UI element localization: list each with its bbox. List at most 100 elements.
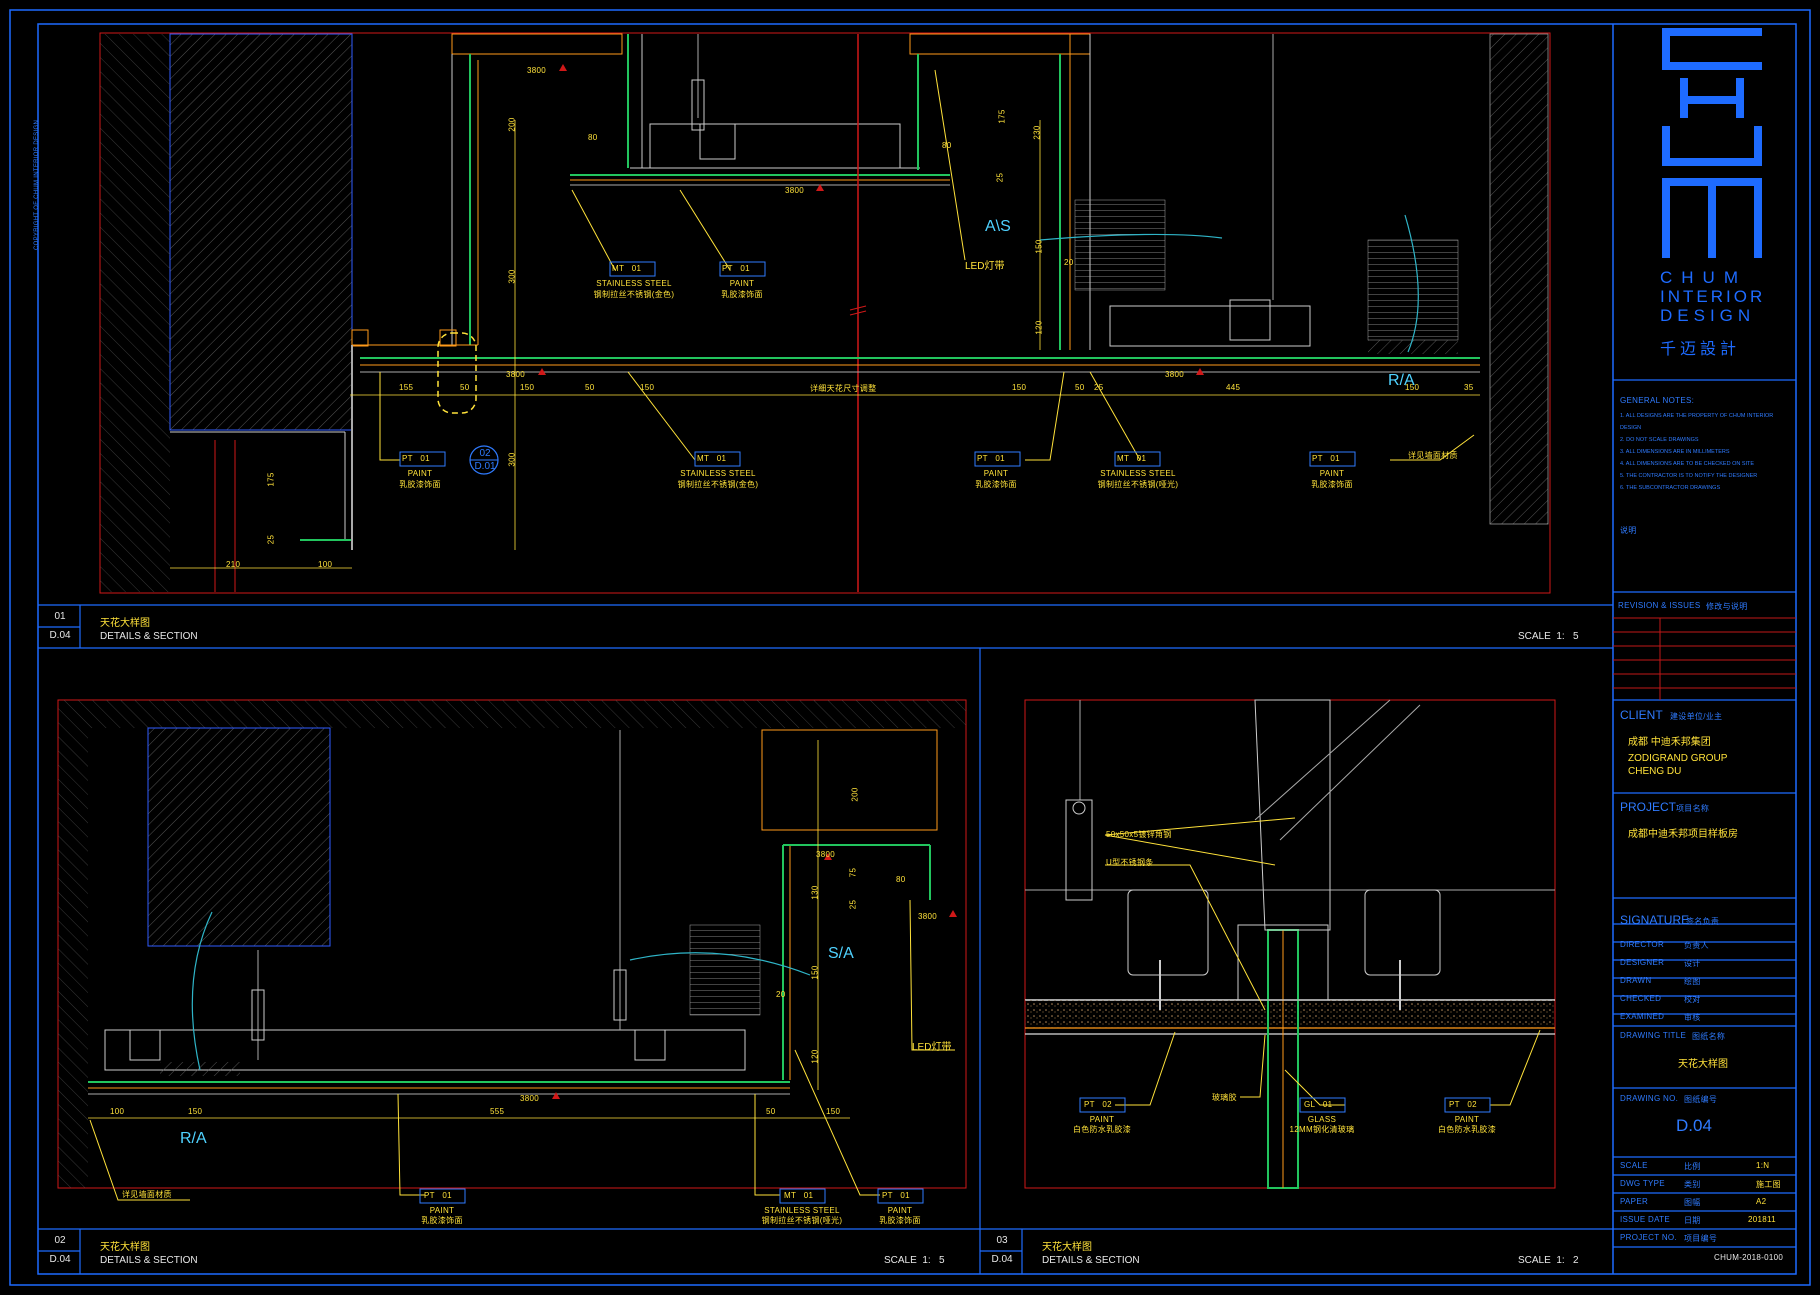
level-tag: 3800 xyxy=(520,1094,539,1103)
level-tag: 3800 xyxy=(785,186,804,195)
material-tag: MT 01 xyxy=(1117,454,1147,463)
dim-label: 35 xyxy=(1464,383,1474,392)
dim-label: 200 xyxy=(850,787,860,802)
dim-label: 150 xyxy=(826,1107,841,1116)
dim-label: 130 xyxy=(810,885,820,900)
client-cn-header: 建设单位/业主 xyxy=(1670,712,1723,721)
note-line: 4. ALL DIMENSIONS ARE TO BE CHECKED ON S… xyxy=(1620,461,1755,467)
role-label: CHECKED xyxy=(1620,994,1662,1003)
role-cn: 校对 xyxy=(1684,995,1701,1004)
material-tag: PT 01 xyxy=(402,454,430,463)
material-tag: PT 01 xyxy=(722,264,750,273)
outer-frame xyxy=(9,9,1811,1286)
notes-cn-title: 说明 xyxy=(1620,526,1637,535)
dim-label: 50 xyxy=(1075,383,1085,392)
view-sheet-ref: D.04 xyxy=(49,630,71,641)
note-line: 6. THE SUBCONTRACTOR DRAWINGS xyxy=(1620,485,1721,491)
level-tag: 3800 xyxy=(506,370,525,379)
dim-label: 300 xyxy=(507,269,517,284)
meta-cn: 项目编号 xyxy=(1684,1234,1718,1243)
material-name: PAINT xyxy=(429,1206,455,1215)
title-block xyxy=(1613,379,1796,1248)
dim-label: 80 xyxy=(896,875,906,884)
role-label: DIRECTOR xyxy=(1620,940,1665,949)
view-title-cn: 天花大样图 xyxy=(100,1242,150,1253)
client-city: CHENG DU xyxy=(1628,766,1682,777)
copyright-note: COPYRIGHT OF CHUM INTERIOR DESIGN xyxy=(34,119,40,250)
view-scale: SCALE 1: 5 xyxy=(1518,631,1579,642)
role-label: DRAWN xyxy=(1620,976,1652,985)
dim-label: 210 xyxy=(226,560,241,569)
meta-value: CHUM-2018-0100 xyxy=(1714,1253,1784,1262)
supply-air-label: A\S xyxy=(985,218,1011,235)
dim-label: 230 xyxy=(1032,125,1042,140)
revision-label: REVISION & ISSUES xyxy=(1618,601,1701,610)
dim-label: 100 xyxy=(318,560,333,569)
material-name: STAINLESS STEEL xyxy=(764,1206,840,1215)
material-name: PAINT xyxy=(983,469,1009,478)
view-scale: SCALE 1: 2 xyxy=(1518,1255,1579,1266)
dim-label: 20 xyxy=(776,990,786,999)
meta-label: SCALE xyxy=(1620,1161,1648,1170)
revision-cn: 修改与说明 xyxy=(1706,602,1748,611)
inner-frame xyxy=(37,23,1797,1275)
material-name: PAINT xyxy=(1319,469,1345,478)
view-scale: SCALE 1: 5 xyxy=(884,1255,945,1266)
client-label: CLIENT xyxy=(1620,708,1663,722)
revision-table xyxy=(1613,617,1796,700)
dim-label: 555 xyxy=(490,1107,505,1116)
led-label: LED灯带 xyxy=(965,261,1005,272)
detail-01 xyxy=(99,32,1551,594)
dim-label: 50 xyxy=(585,383,595,392)
project-name: 成都中迪禾邦项目样板房 xyxy=(1628,829,1738,840)
note-line: 5. THE CONTRACTOR IS TO NOTIFY THE DESIG… xyxy=(1620,473,1758,479)
meta-value: 施工图 xyxy=(1756,1180,1781,1189)
material-cn: 钢制拉丝不锈钢(金色) xyxy=(677,480,759,489)
material-name: PAINT xyxy=(887,1206,913,1215)
dim-label: 150 xyxy=(1034,239,1044,254)
drawing-title-cn-header: 图纸名称 xyxy=(1692,1032,1726,1041)
material-tag: PT 01 xyxy=(977,454,1005,463)
dim-label: 120 xyxy=(810,1049,820,1064)
meta-cn: 类别 xyxy=(1684,1180,1701,1189)
detail-03 xyxy=(1024,699,1556,1189)
material-cn: 乳胶漆饰面 xyxy=(399,480,441,489)
detail-02 xyxy=(57,699,967,1204)
callout-ref-num: 02 xyxy=(479,448,491,459)
drawing-no-label: DRAWING NO. xyxy=(1620,1094,1679,1103)
view-number: 03 xyxy=(996,1235,1008,1246)
dim-label: 50 xyxy=(460,383,470,392)
dim-label: 25 xyxy=(1094,383,1104,392)
material-cn: 乳胶漆饰面 xyxy=(975,480,1017,489)
material-cn: 白色防水乳胶漆 xyxy=(1437,1125,1497,1134)
wall-note: 详见墙面材质 xyxy=(1408,451,1458,460)
level-tag: 3800 xyxy=(527,66,546,75)
material-cn: 钢制拉丝不锈钢(金色) xyxy=(593,290,675,299)
dim-label: 80 xyxy=(588,133,598,142)
note-line: 2. DO NOT SCALE DRAWINGS xyxy=(1620,437,1699,443)
material-name: PAINT xyxy=(407,469,433,478)
drawing-no-cn: 图纸编号 xyxy=(1684,1095,1718,1104)
material-name: STAINLESS STEEL xyxy=(596,279,672,288)
material-cn: 12MM钢化清玻璃 xyxy=(1289,1125,1355,1134)
meta-cn: 图幅 xyxy=(1684,1198,1701,1207)
dim-label: 150 xyxy=(1405,383,1420,392)
dim-label: 175 xyxy=(266,472,276,487)
meta-label: PROJECT NO. xyxy=(1620,1233,1677,1242)
note-angle-steel: 50x50x5镀锌角钢 xyxy=(1106,830,1172,839)
material-tag: GL 01 xyxy=(1304,1100,1333,1109)
material-name: PAINT xyxy=(1089,1115,1115,1124)
note-line: 3. ALL DIMENSIONS ARE IN MILLIMETERS xyxy=(1620,449,1730,455)
dim-label: 150 xyxy=(1012,383,1027,392)
view-sheet-ref: D.04 xyxy=(991,1254,1013,1265)
material-tag: PT 01 xyxy=(882,1191,910,1200)
return-air-label: R/A xyxy=(180,1130,207,1147)
material-cn: 乳胶漆饰面 xyxy=(879,1216,921,1225)
view-title-cn: 天花大样图 xyxy=(100,618,150,629)
view-number: 01 xyxy=(54,611,66,622)
view-title-en: DETAILS & SECTION xyxy=(1042,1255,1140,1266)
material-tag: PT 02 xyxy=(1084,1100,1112,1109)
dim-label: 445 xyxy=(1226,383,1241,392)
project-cn-header: 项目名称 xyxy=(1676,804,1710,813)
dim-label: 175 xyxy=(997,109,1007,124)
